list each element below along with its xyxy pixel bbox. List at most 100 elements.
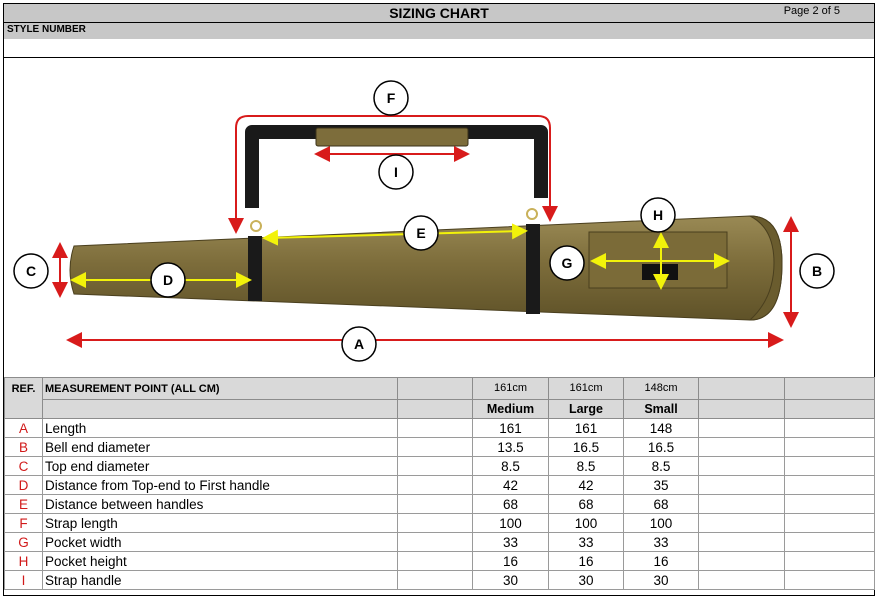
header-blank bbox=[397, 399, 473, 419]
row-measurement-point: Distance between handles bbox=[42, 494, 398, 514]
row-value: 33 bbox=[623, 532, 699, 552]
row-value: 148 bbox=[623, 418, 699, 438]
row-measurement-point: Strap length bbox=[42, 513, 398, 533]
row-blank bbox=[397, 456, 473, 476]
arrow-e bbox=[262, 223, 528, 246]
header-blank bbox=[784, 377, 875, 400]
page-title: SIZING CHART bbox=[389, 5, 489, 21]
row-value: 33 bbox=[548, 532, 624, 552]
row-blank bbox=[784, 456, 875, 476]
arrow-f bbox=[228, 115, 558, 234]
size-length-medium: 161cm bbox=[472, 377, 549, 400]
svg-text:F: F bbox=[387, 90, 396, 106]
row-ref: I bbox=[4, 570, 43, 590]
row-blank bbox=[698, 532, 785, 552]
row-value: 100 bbox=[472, 513, 549, 533]
row-blank bbox=[784, 532, 875, 552]
row-value: 13.5 bbox=[472, 437, 549, 457]
label-g: G bbox=[549, 245, 585, 281]
row-blank bbox=[698, 475, 785, 495]
svg-text:H: H bbox=[653, 207, 663, 223]
row-value: 16 bbox=[472, 551, 549, 571]
style-number-label: STYLE NUMBER bbox=[7, 24, 86, 35]
row-value: 68 bbox=[548, 494, 624, 514]
row-blank bbox=[698, 513, 785, 533]
svg-text:A: A bbox=[354, 336, 364, 352]
row-blank bbox=[698, 418, 785, 438]
row-value: 16 bbox=[623, 551, 699, 571]
row-value: 33 bbox=[472, 532, 549, 552]
label-i: I bbox=[378, 154, 414, 190]
row-ref: D bbox=[4, 475, 43, 495]
strap-pad bbox=[315, 127, 469, 147]
handle-band-2 bbox=[526, 224, 540, 314]
size-length-large: 161cm bbox=[548, 377, 624, 400]
row-value: 68 bbox=[623, 494, 699, 514]
row-blank bbox=[784, 570, 875, 590]
label-e: E bbox=[403, 215, 439, 251]
row-blank bbox=[698, 570, 785, 590]
bag-end-cap bbox=[748, 215, 783, 321]
size-name-medium: Medium bbox=[472, 399, 549, 419]
label-b: B bbox=[799, 253, 835, 289]
svg-text:D: D bbox=[163, 272, 173, 288]
svg-text:G: G bbox=[562, 255, 573, 271]
row-measurement-point: Bell end diameter bbox=[42, 437, 398, 457]
page-number: Page 2 of 5 bbox=[783, 5, 840, 17]
row-ref: A bbox=[4, 418, 43, 438]
row-measurement-point: Strap handle bbox=[42, 570, 398, 590]
size-name-small: Small bbox=[623, 399, 699, 419]
title-bar: SIZING CHART Page 2 of 5 bbox=[4, 4, 874, 23]
row-blank bbox=[397, 513, 473, 533]
row-value: 42 bbox=[548, 475, 624, 495]
style-number-bar: STYLE NUMBER bbox=[4, 23, 874, 39]
row-measurement-point: Length bbox=[42, 418, 398, 438]
svg-text:E: E bbox=[416, 225, 425, 241]
buckle-2 bbox=[526, 208, 538, 220]
row-value: 42 bbox=[472, 475, 549, 495]
row-ref: C bbox=[4, 456, 43, 476]
row-value: 100 bbox=[548, 513, 624, 533]
label-d: D bbox=[150, 262, 186, 298]
row-blank bbox=[397, 437, 473, 457]
row-blank bbox=[784, 437, 875, 457]
row-value: 16.5 bbox=[623, 437, 699, 457]
measure-header: MEASUREMENT POINT (ALL CM) bbox=[42, 377, 398, 400]
size-length-small: 148cm bbox=[623, 377, 699, 400]
row-value: 30 bbox=[548, 570, 624, 590]
row-ref: G bbox=[4, 532, 43, 552]
header-blank bbox=[698, 377, 785, 400]
row-blank bbox=[698, 437, 785, 457]
row-blank bbox=[698, 551, 785, 571]
ref-header: REF. bbox=[4, 377, 43, 419]
svg-text:I: I bbox=[394, 164, 398, 180]
row-blank bbox=[397, 532, 473, 552]
row-blank bbox=[397, 570, 473, 590]
label-h: H bbox=[640, 197, 676, 233]
table-header-row-2: Medium Large Small bbox=[5, 399, 875, 419]
row-blank bbox=[784, 513, 875, 533]
svg-text:C: C bbox=[26, 263, 36, 279]
table-header-row-1: REF. MEASUREMENT POINT (ALL CM) 161cm 16… bbox=[4, 377, 875, 419]
row-value: 68 bbox=[472, 494, 549, 514]
handle-band-1 bbox=[248, 236, 262, 301]
row-measurement-point: Pocket height bbox=[42, 551, 398, 571]
row-ref: E bbox=[4, 494, 43, 514]
row-blank bbox=[397, 494, 473, 514]
svg-text:B: B bbox=[812, 263, 822, 279]
row-measurement-point: Pocket width bbox=[42, 532, 398, 552]
row-blank bbox=[397, 418, 473, 438]
row-value: 100 bbox=[623, 513, 699, 533]
row-ref: B bbox=[4, 437, 43, 457]
sizing-sheet: SIZING CHART Page 2 of 5 STYLE NUMBER bbox=[3, 3, 875, 596]
row-value: 16 bbox=[548, 551, 624, 571]
row-blank bbox=[397, 551, 473, 571]
row-measurement-point: Distance from Top-end to First handle bbox=[42, 475, 398, 495]
